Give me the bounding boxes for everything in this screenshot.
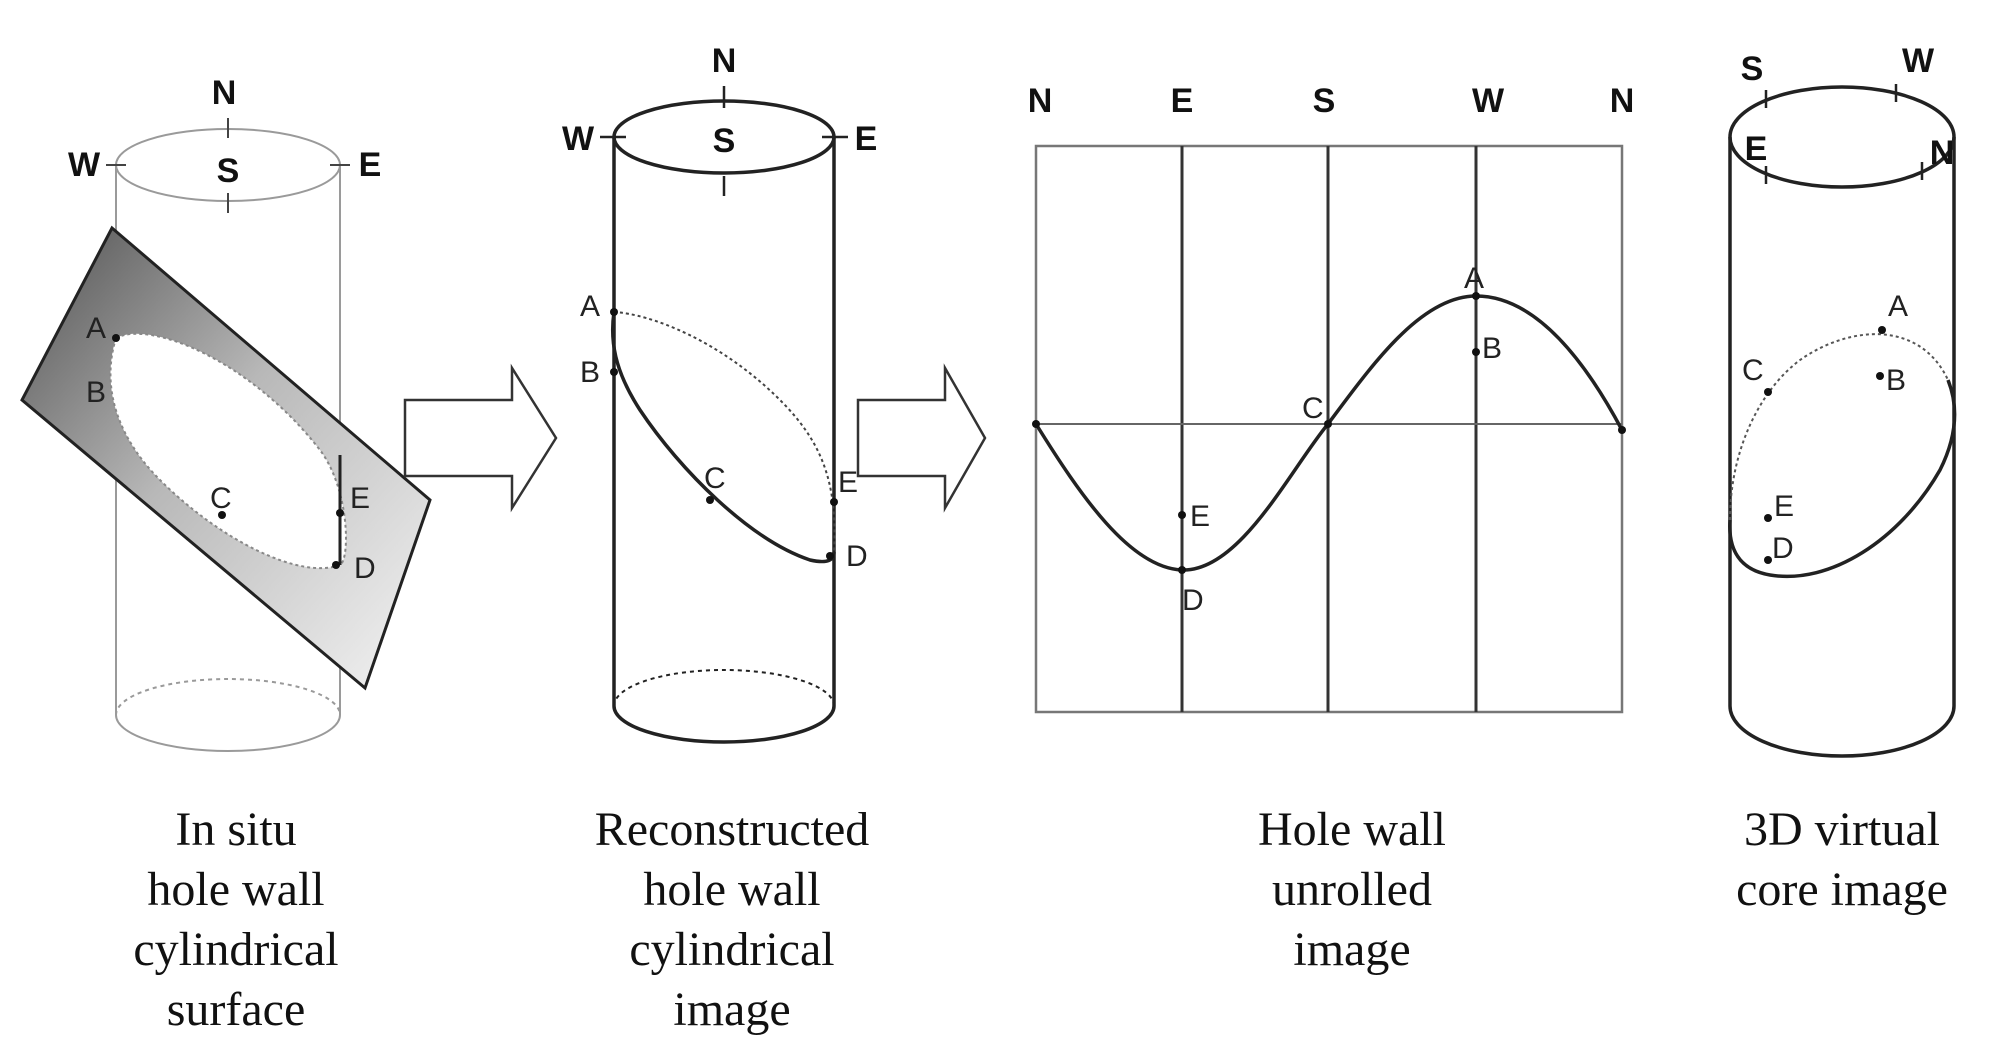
in-situ-compass-ticks bbox=[106, 118, 350, 213]
arrow-right-icon bbox=[856, 363, 987, 513]
unrolled-point-d: D bbox=[1182, 584, 1204, 617]
virtual-core-point-a: A bbox=[1888, 290, 1908, 323]
virtual-core-cylinder bbox=[1728, 85, 1956, 758]
reconstructed-label-s: S bbox=[713, 122, 736, 160]
in-situ-caption: In situ hole wall cylindrical surface bbox=[133, 803, 338, 1036]
unrolled-label-n-right: N bbox=[1610, 82, 1635, 120]
unrolled-caption-line-2: unrolled bbox=[1272, 863, 1432, 916]
reconstructed-point-e: E bbox=[838, 466, 858, 499]
in-situ-point-a: A bbox=[86, 312, 106, 345]
reconstructed-label-n: N bbox=[712, 42, 737, 80]
unrolled-point-a: A bbox=[1464, 262, 1484, 295]
in-situ-caption-line-3: cylindrical bbox=[133, 923, 338, 976]
in-situ-caption-line-1: In situ bbox=[175, 803, 296, 856]
reconstructed-caption-line-1: Reconstructed bbox=[595, 803, 870, 856]
unrolled-grid-verticals bbox=[1180, 146, 1478, 712]
unrolled-caption: Hole wall unrolled image bbox=[1258, 803, 1446, 976]
arrow-right-icon bbox=[403, 363, 558, 513]
panel-unrolled: N E S W N A B C E D Hole wall unrolled i… bbox=[1028, 82, 1635, 976]
virtual-core-caption-line-2: core image bbox=[1736, 863, 1948, 916]
unrolled-label-n-left: N bbox=[1028, 82, 1053, 120]
panel-reconstructed: N W S E A B C E D Reconstructed hole wal… bbox=[562, 42, 877, 1036]
unrolled-label-w: W bbox=[1472, 82, 1505, 120]
virtual-core-back-curve bbox=[1729, 333, 1949, 521]
virtual-core-point-d: D bbox=[1772, 532, 1794, 565]
unrolled-point-b: B bbox=[1482, 332, 1502, 365]
in-situ-label-w: W bbox=[68, 146, 101, 184]
reconstructed-caption-line-2: hole wall bbox=[643, 863, 820, 916]
unrolled-label-e: E bbox=[1171, 82, 1194, 120]
virtual-core-label-w: W bbox=[1902, 42, 1935, 80]
reconstructed-caption-line-4: image bbox=[673, 983, 790, 1036]
virtual-core-caption: 3D virtual core image bbox=[1736, 803, 1948, 916]
in-situ-point-e: E bbox=[350, 482, 370, 515]
reconstructed-label-e: E bbox=[855, 120, 878, 158]
reconstructed-back-curve bbox=[613, 311, 836, 553]
unrolled-caption-line-1: Hole wall bbox=[1258, 803, 1446, 856]
virtual-core-point-b: B bbox=[1886, 364, 1906, 397]
in-situ-point-c: C bbox=[210, 482, 232, 515]
unrolled-label-s: S bbox=[1313, 82, 1336, 120]
in-situ-point-d: D bbox=[354, 552, 376, 585]
in-situ-caption-line-4: surface bbox=[167, 983, 306, 1036]
in-situ-label-e: E bbox=[359, 146, 382, 184]
reconstructed-label-w: W bbox=[562, 120, 595, 158]
reconstructed-point-c: C bbox=[704, 462, 726, 495]
virtual-core-caption-line-1: 3D virtual bbox=[1744, 803, 1940, 856]
panel-in-situ: N W S E A B C E D In situ hole wall cyli… bbox=[20, 74, 432, 1036]
virtual-core-points bbox=[1764, 326, 1886, 564]
virtual-core-point-c: C bbox=[1742, 354, 1764, 387]
virtual-core-front-curve bbox=[1728, 379, 1957, 579]
virtual-core-label-e: E bbox=[1745, 130, 1768, 168]
reconstructed-point-a: A bbox=[580, 290, 600, 323]
unrolled-caption-line-3: image bbox=[1293, 923, 1410, 976]
virtual-core-compass-ticks bbox=[1764, 84, 1924, 184]
in-situ-intersection-ellipse bbox=[109, 332, 347, 570]
reconstructed-front-curve bbox=[610, 311, 836, 564]
in-situ-point-b: B bbox=[86, 376, 106, 409]
panel-virtual-core: S W E N A B C E D 3D virtual core image bbox=[1728, 42, 1957, 916]
unrolled-points bbox=[1032, 292, 1626, 574]
reconstructed-point-d: D bbox=[846, 540, 868, 573]
in-situ-caption-line-2: hole wall bbox=[147, 863, 324, 916]
in-situ-label-n: N bbox=[212, 74, 237, 112]
reconstructed-point-b: B bbox=[580, 356, 600, 389]
reconstructed-compass-ticks bbox=[600, 86, 848, 196]
reconstructed-caption: Reconstructed hole wall cylindrical imag… bbox=[595, 803, 870, 1036]
in-situ-points bbox=[112, 334, 344, 569]
virtual-core-label-s: S bbox=[1741, 50, 1764, 88]
virtual-core-label-n: N bbox=[1930, 134, 1955, 172]
unrolled-point-e: E bbox=[1190, 500, 1210, 533]
unrolled-point-c: C bbox=[1302, 392, 1324, 425]
virtual-core-point-e: E bbox=[1774, 490, 1794, 523]
reconstructed-caption-line-3: cylindrical bbox=[629, 923, 834, 976]
in-situ-label-s: S bbox=[217, 152, 240, 190]
reconstructed-points bbox=[610, 308, 838, 560]
